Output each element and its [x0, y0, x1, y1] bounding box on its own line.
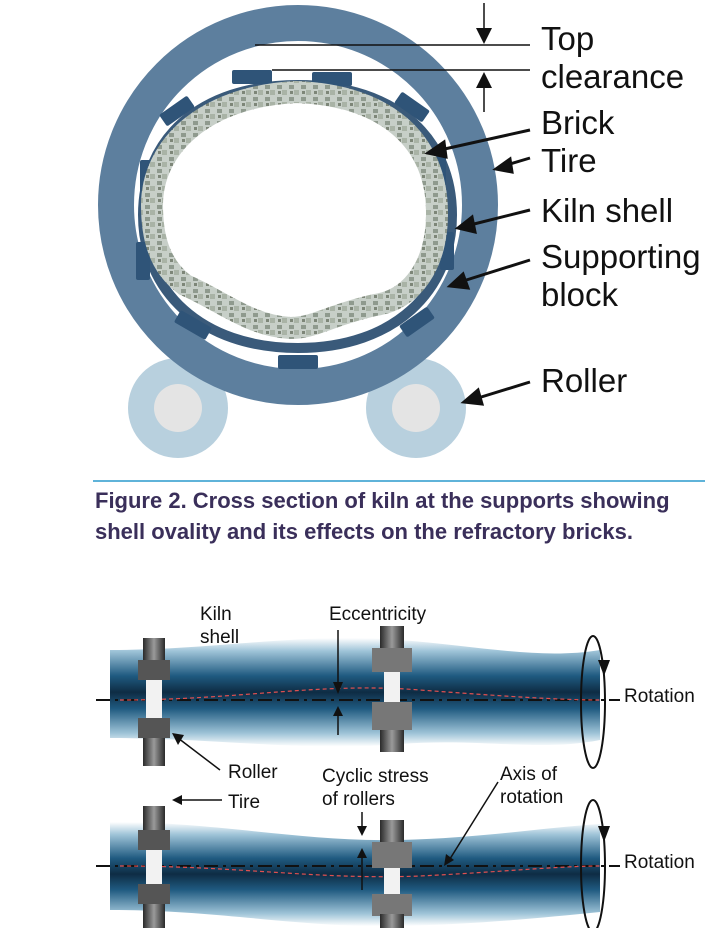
top-clearance-arrow-down	[476, 28, 492, 44]
caption-divider	[93, 480, 705, 482]
label-rotation-bottom: Rotation	[624, 852, 695, 873]
label-of-rollers: of rollers	[322, 789, 395, 810]
kiln-cross-section-diagram: Top clearance Brick Tire Kiln shell Supp…	[98, 3, 701, 458]
label-tire-side: Tire	[228, 792, 260, 813]
left-roller-hub	[154, 384, 202, 432]
label-roller-side: Roller	[228, 762, 278, 783]
right-roller	[366, 358, 466, 458]
tire-ring	[98, 5, 498, 405]
label-supporting: Supporting	[541, 238, 701, 275]
kiln-interior	[173, 113, 416, 307]
label-kiln-shell: Kiln shell	[541, 192, 673, 229]
brick-leader	[439, 128, 531, 152]
refractory-brick-lining	[140, 80, 449, 340]
left-roller	[128, 358, 228, 458]
label-rotation-word: rotation	[500, 787, 563, 808]
kiln-shell-leader	[469, 208, 531, 227]
figure-caption: Figure 2. Cross section of kiln at the s…	[95, 488, 670, 544]
label-shell: shell	[200, 627, 239, 648]
middle-tire-bottom	[372, 820, 412, 928]
rotation-arrowhead-bottom	[598, 826, 610, 842]
middle-tire-top	[372, 626, 412, 752]
label-cyclic-stress: Cyclic stress	[322, 766, 429, 787]
supporting-block-leader	[459, 258, 531, 284]
label-top: Top	[541, 20, 594, 57]
eccentric-axis-top	[119, 687, 601, 701]
axis-of-rotation-leader	[447, 781, 499, 863]
label-roller: Roller	[541, 362, 627, 399]
right-roller-hub	[392, 384, 440, 432]
roller-leader-side	[177, 737, 221, 771]
label-rotation-top: Rotation	[624, 686, 695, 707]
kiln-shell-bottom	[110, 822, 600, 927]
label-eccentricity: Eccentricity	[329, 604, 427, 625]
top-clearance-arrow-up	[476, 72, 492, 88]
rotation-arrow-bottom	[580, 799, 606, 928]
kiln-shell-top	[110, 637, 600, 747]
roller-leader	[477, 380, 531, 400]
label-block: block	[541, 276, 619, 313]
left-tire-bottom	[138, 806, 170, 928]
kiln-side-view-diagram: Kiln shell Eccentricity Rotation Roller …	[96, 604, 695, 928]
label-axis-of: Axis of	[500, 764, 558, 785]
label-clearance: clearance	[541, 58, 684, 95]
label-tire: Tire	[541, 142, 597, 179]
rotation-arrow-top	[580, 635, 606, 769]
eccentric-axis-bottom	[119, 865, 601, 878]
label-kiln: Kiln	[200, 604, 232, 625]
label-brick: Brick	[541, 104, 615, 141]
left-tire-top	[138, 638, 170, 766]
rotation-arrowhead-top	[598, 660, 610, 676]
